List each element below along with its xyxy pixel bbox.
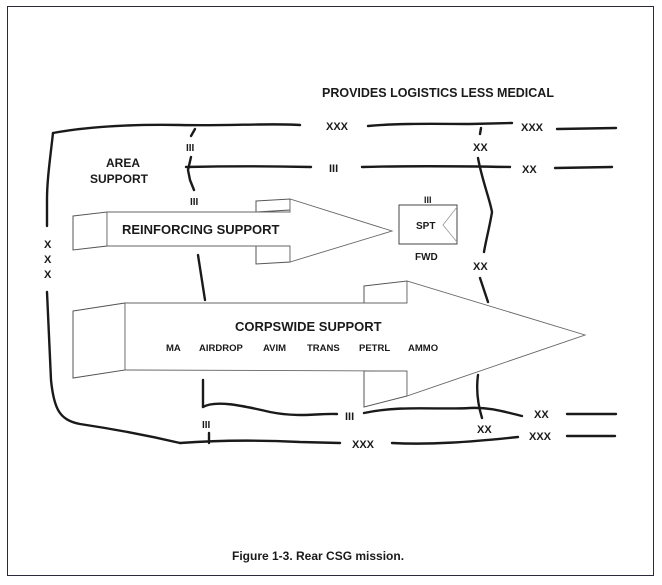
diagram-title: PROVIDES LOGISTICS LESS MEDICAL [322, 86, 554, 100]
boundary-label-iii: III [186, 143, 195, 154]
function-label-trans: TRANS [307, 343, 340, 354]
boundary-label-iii: III [345, 411, 354, 423]
boundary-label-xx: XX [522, 164, 537, 176]
corps-boundary-left [45, 131, 55, 228]
corps-boundary-bottom [178, 439, 342, 445]
svg-text:X: X [44, 239, 52, 251]
brigade-boundary-top [184, 165, 313, 169]
figure-caption: Figure 1-3. Rear CSG mission. [232, 549, 404, 563]
boundary-label-xx: XX [477, 424, 492, 436]
svg-text:X: X [44, 254, 52, 266]
brigade-boundary-bottom [201, 402, 339, 417]
brigade-boundary-top-segment [360, 165, 512, 169]
boundary-label-xxx: XXX [352, 439, 375, 451]
division-boundary-right [476, 373, 484, 420]
brigade-boundary-top-right [553, 165, 614, 170]
corps-boundary-top-segment [366, 121, 514, 128]
left-boundary-label: X X X [44, 239, 52, 281]
function-label-ma: MA [166, 343, 181, 354]
figure-frame [7, 6, 654, 576]
brigade-boundary-vertical [196, 253, 207, 302]
boundary-label-xxx: XXX [529, 431, 552, 443]
boundary-label-xx: XX [473, 261, 488, 273]
unit-text: SPT [416, 221, 435, 232]
function-label-ammo: AMMO [408, 343, 438, 354]
brigade-boundary-vertical [189, 127, 197, 138]
area-support-label: SUPPORT [90, 172, 149, 186]
function-label-airdrop: AIRDROP [199, 343, 243, 354]
boundary-label-xxx: XXX [326, 121, 349, 133]
area-support-label: AREA [106, 156, 140, 170]
division-boundary-right [476, 156, 494, 254]
svg-text:X: X [44, 269, 52, 281]
corpswide-support-arrow: CORPSWIDE SUPPORT MA AIRDROP AVIM TRANS … [72, 280, 587, 408]
reinforcing-support-label: REINFORCING SUPPORT [122, 222, 280, 237]
corpswide-support-label: CORPSWIDE SUPPORT [235, 319, 382, 334]
support-unit-symbol: III SPT FWD [398, 195, 458, 263]
brigade-boundary-vertical [186, 155, 196, 192]
boundary-label-iii: III [202, 420, 211, 431]
boundary-label-xxx: XXX [521, 122, 544, 134]
corps-boundary-top-right [555, 126, 618, 131]
boundary-label-xx: XX [534, 409, 549, 421]
boundary-label-iii: III [329, 163, 338, 175]
unit-sublabel: FWD [415, 252, 438, 263]
reinforcing-support-arrow: REINFORCING SUPPORT [72, 198, 394, 265]
function-label-avim: AVIM [263, 343, 286, 354]
unit-echelon: III [424, 195, 432, 205]
corps-boundary-top [51, 123, 302, 135]
boundary-label-iii: III [190, 197, 199, 208]
boundary-label-xx: XX [473, 142, 488, 154]
function-label-petrl: PETRL [359, 343, 390, 354]
division-boundary-right [478, 276, 490, 304]
division-boundary-tick [478, 126, 483, 136]
corps-boundary-left-lower [45, 290, 182, 445]
brigade-boundary-bottom-segment [362, 406, 524, 418]
corps-boundary-bottom-segment [390, 435, 520, 445]
